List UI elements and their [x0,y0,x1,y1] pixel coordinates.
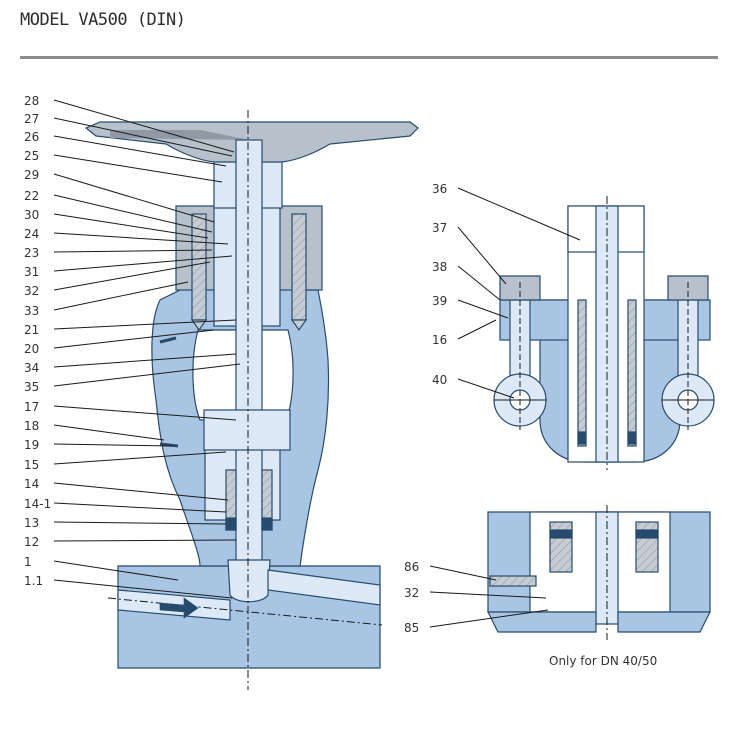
leader-l23 [53,539,237,542]
callout-l13: 20 [24,342,39,356]
callout-l15: 35 [24,380,39,394]
callout-l14: 34 [24,361,39,375]
leader-l12 [53,319,237,330]
leader-br0 [429,565,497,581]
callout-tr2: 38 [432,260,447,274]
leader-l25 [53,579,233,599]
leader-l24 [53,560,179,581]
leader-tr1 [457,226,507,285]
flow-arrow-icon [159,597,199,619]
callout-l16: 17 [24,400,39,414]
callout-br1: 32 [404,586,419,600]
leader-br2 [429,609,549,628]
leader-l19 [53,451,227,465]
leader-l9 [53,255,233,272]
callout-l12: 21 [24,323,39,337]
callout-l0: 28 [24,94,39,108]
backseat-ring [203,409,291,451]
leader-l11 [53,281,189,311]
leader-tr5 [457,378,515,399]
callouts-left: 28 27 26 25 29 22 30 24 23 31 32 33 21 20 34 35 17 18 19 15… [24,94,241,599]
leader-l22 [53,521,227,525]
main-valve-section [84,110,419,690]
leader-l2 [53,135,227,167]
callout-l1: 27 [24,112,39,126]
callout-l10: 32 [24,284,39,298]
valve-disc [227,559,271,603]
callout-l2: 26 [24,130,39,144]
callout-br2: 85 [404,621,419,635]
leader-tr2 [457,265,501,301]
callout-l20: 14 [24,477,39,491]
leader-l17 [53,424,165,441]
leader-l10 [53,261,211,291]
leader-tr0 [457,187,581,241]
callout-l3: 25 [24,149,39,163]
leader-l15 [53,363,241,387]
leader-l20 [53,482,229,501]
callout-l21: 14-1 [24,497,51,511]
callout-tr1: 37 [432,221,447,235]
detail-top-right [493,196,715,470]
leader-l21 [53,502,227,513]
callout-l25: 1.1 [24,574,43,588]
detail-bottom-right [487,505,711,640]
callout-tr5: 40 [432,373,447,387]
detail-base-right [617,611,711,633]
leader-tr3 [457,299,509,319]
leader-l13 [53,329,215,349]
callout-l24: 1 [24,555,32,569]
fitting-86 [489,575,537,587]
callout-tr4: 16 [432,333,447,347]
callout-l4: 29 [24,168,39,182]
callout-l22: 13 [24,516,39,530]
leader-l3 [53,154,223,183]
callout-l8: 23 [24,246,39,260]
callouts-top-right: 36 37 38 39 16 40 [432,182,581,399]
callout-l6: 30 [24,208,39,222]
callout-l19: 15 [24,458,39,472]
callout-l11: 33 [24,304,39,318]
leader-l7 [53,232,229,245]
leader-l18 [53,443,173,447]
detail-base-left [487,611,597,633]
callouts-bottom-right: 86 32 85 [404,560,549,635]
leader-l5 [53,194,213,233]
detail-note: Only for DN 40/50 [549,654,657,668]
leader-l14 [53,353,237,368]
callout-tr0: 36 [432,182,447,196]
leader-br1 [429,591,547,599]
title-divider [20,56,718,59]
bonnet-bolt-right [291,213,307,321]
leader-l0 [53,99,235,153]
leader-l1 [53,117,233,157]
callout-tr3: 39 [432,294,447,308]
callout-l5: 22 [24,189,39,203]
callout-l7: 24 [24,227,39,241]
callout-l23: 12 [24,535,39,549]
leader-l8 [53,249,213,253]
callout-l18: 19 [24,438,39,452]
callout-br0: 86 [404,560,419,574]
callout-l9: 31 [24,265,39,279]
callout-l17: 18 [24,419,39,433]
leader-l6 [53,213,209,239]
leader-l16 [53,405,237,421]
detail-stem [595,205,619,463]
leader-tr4 [457,319,497,340]
stem [235,139,263,591]
page-title: MODEL VA500 (DIN) [20,10,186,30]
leader-l4 [53,173,215,223]
